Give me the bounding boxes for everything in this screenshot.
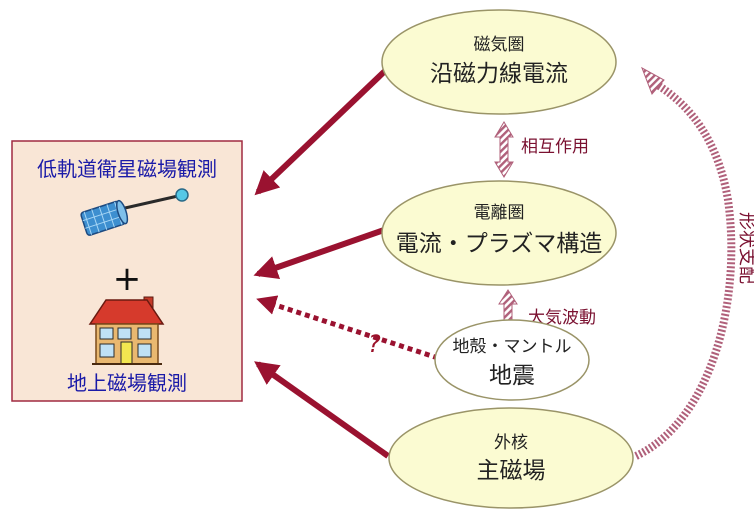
plus-sign: + (113, 259, 142, 299)
interaction-label: 相互作用 (521, 137, 589, 157)
outer-core-region-label: 外核 (494, 433, 528, 453)
crust-mantle-region-label: 地殻・マントル (453, 337, 572, 357)
ionosphere-region-label: 電離圏 (474, 203, 525, 223)
outer-core-node: 外核 主磁場 (388, 407, 634, 509)
arrow-crust-to-observation-dotted (256, 295, 439, 361)
crust-mantle-node: 地殻・マントル 地震 (434, 319, 590, 401)
magnetosphere-region-label: 磁気圏 (474, 35, 525, 55)
magnetosphere-phenomenon-label: 沿磁力線電流 (430, 61, 568, 87)
ground-observation-label: 地上磁場観測 (67, 371, 187, 395)
satellite-observation-label: 低軌道衛星磁場観測 (37, 157, 217, 181)
magnetosphere-node: 磁気圏 沿磁力線電流 (381, 9, 617, 115)
house-icon (88, 296, 165, 365)
shape-control-arrowhead (641, 66, 665, 95)
shape-control-curve (634, 80, 736, 460)
interaction-double-arrow (494, 121, 514, 178)
ionosphere-node: 電離圏 電流・プラズマ構造 (381, 180, 617, 286)
shape-control-label: 形状支配 (736, 212, 754, 284)
satellite-icon (80, 188, 189, 236)
arrow-magnetosphere-to-observation (254, 67, 389, 196)
main-field-label: 主磁場 (477, 458, 546, 484)
uncertain-question-mark: ? (368, 330, 381, 358)
earthquake-label: 地震 (489, 363, 535, 389)
arrow-core-to-observation (254, 361, 390, 459)
arrow-ionosphere-to-observation (253, 227, 385, 279)
ionosphere-phenomenon-label: 電流・プラズマ構造 (396, 231, 603, 257)
